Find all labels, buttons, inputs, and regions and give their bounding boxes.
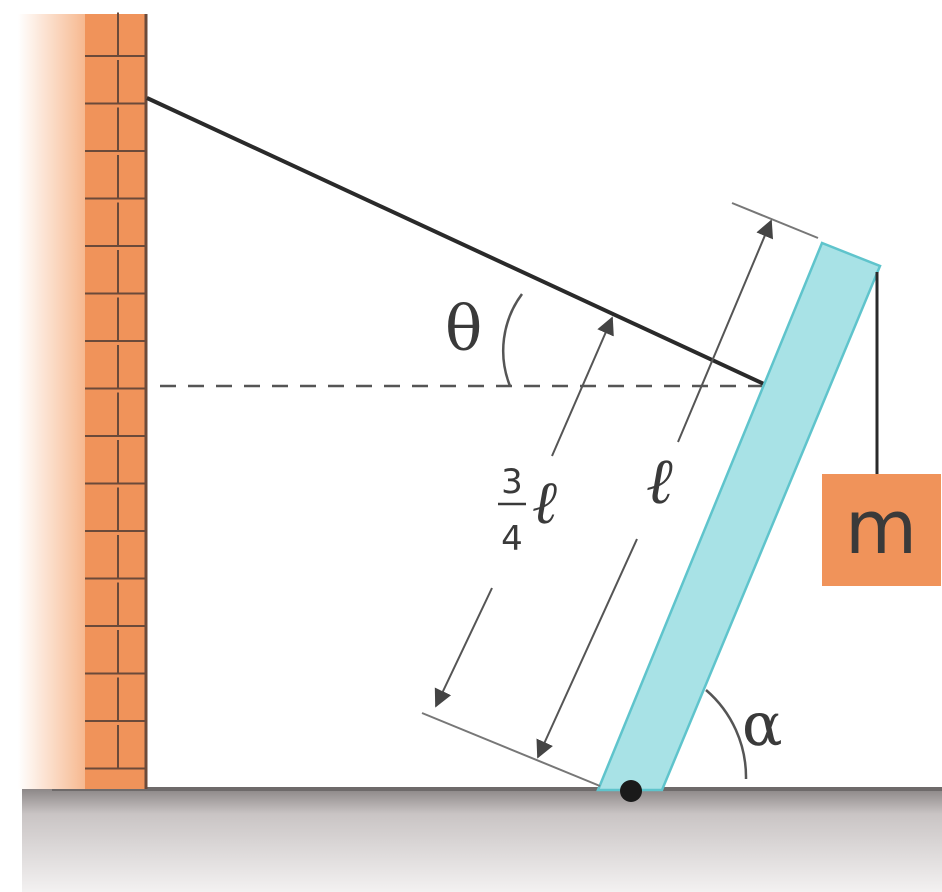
length-dimension xyxy=(421,202,819,787)
length-label: ℓ xyxy=(646,445,673,519)
brick-wall xyxy=(18,12,148,789)
ground xyxy=(22,788,942,892)
alpha-angle-arc xyxy=(705,689,748,780)
theta-label: θ xyxy=(445,292,482,365)
pivot-point xyxy=(620,780,642,802)
fraction-length-symbol: ℓ xyxy=(532,468,557,538)
three-quarter-length-dimension xyxy=(434,316,614,708)
mass-label: m xyxy=(845,485,917,571)
fraction-denominator: 4 xyxy=(501,519,523,559)
alpha-label: α xyxy=(742,690,783,760)
support-cable xyxy=(146,96,765,386)
theta-angle-arc xyxy=(502,293,524,387)
mass-block xyxy=(822,474,941,586)
fraction-numerator: 3 xyxy=(501,462,523,502)
